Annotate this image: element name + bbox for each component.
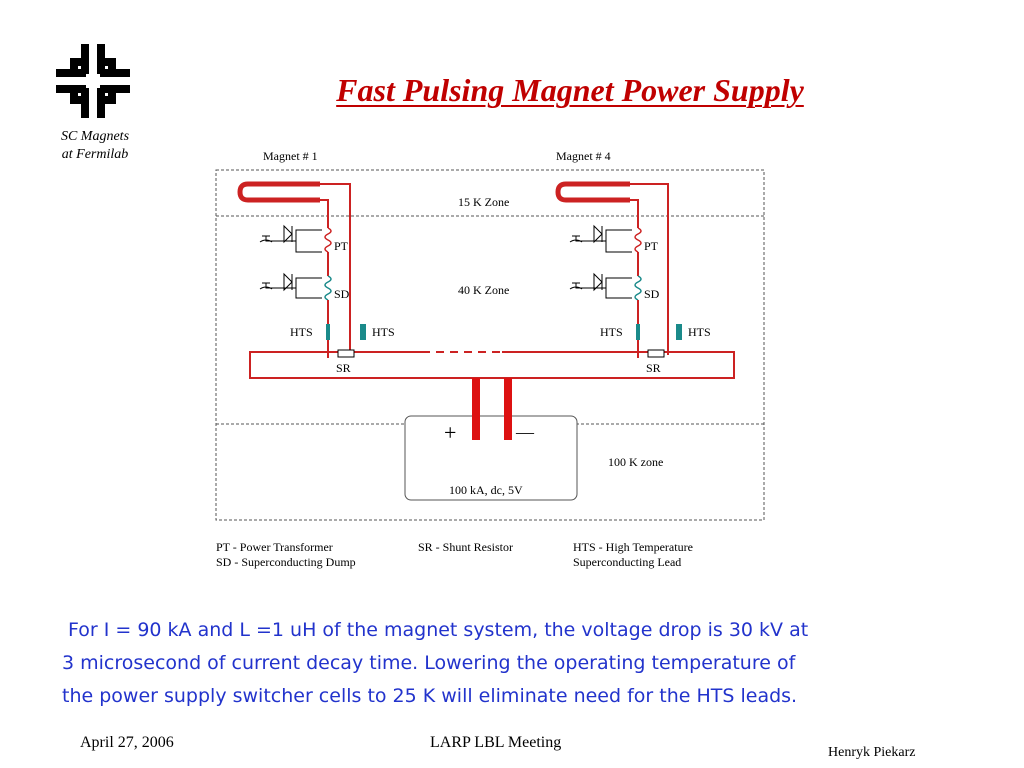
supply-negative-lead xyxy=(504,378,512,440)
shunt-resistor xyxy=(647,349,665,358)
hts-label: HTS xyxy=(290,325,313,339)
legend-pt: PT - Power Transformer xyxy=(216,540,333,554)
hts-label: HTS xyxy=(688,325,711,339)
bus-bar xyxy=(249,351,735,379)
zone-40k-label: 40 K Zone xyxy=(458,283,509,297)
description-line1: For I = 90 kA and L =1 uH of the magnet … xyxy=(68,619,809,641)
magnet4-coil xyxy=(555,181,630,203)
hts-lead-right xyxy=(676,324,682,340)
magnet1-circuit: PT SD HTS HTS xyxy=(237,181,395,358)
logo-caption-line2: at Fermilab xyxy=(61,147,129,162)
zone-15k-label: 15 K Zone xyxy=(458,195,509,209)
sd-coil xyxy=(634,275,642,301)
description-text: For I = 90 kA and L =1 uH of the magnet … xyxy=(62,614,962,713)
hts-lead-right xyxy=(360,324,366,340)
pt-label: PT xyxy=(334,239,349,253)
legend-sd: SD - Superconducting Dump xyxy=(216,555,356,569)
sr-label: SR xyxy=(336,361,351,375)
description-line3: the power supply switcher cells to 25 K … xyxy=(62,685,798,707)
magnet1-label: Magnet # 1 xyxy=(263,149,318,163)
legend-hts-line1: HTS - High Temperature xyxy=(573,540,693,554)
pt-label: PT xyxy=(644,239,659,253)
sd-label: SD xyxy=(644,287,660,301)
magnet1-coil xyxy=(237,181,320,203)
magnet4-circuit: PT SD HTS HTS xyxy=(555,181,711,358)
legend: PT - Power Transformer SD - Superconduct… xyxy=(216,540,693,569)
footer-author: Henryk Piekarz xyxy=(828,745,916,760)
magnet4-label: Magnet # 4 xyxy=(556,149,611,163)
minus-sign: — xyxy=(515,422,535,442)
sd-coil xyxy=(324,275,332,301)
logo-caption: SC Magnets at Fermilab xyxy=(40,128,150,164)
hts-label: HTS xyxy=(600,325,623,339)
hts-lead-left xyxy=(326,324,330,340)
pt-coil xyxy=(324,227,332,253)
footer-meeting: LARP LBL Meeting xyxy=(430,734,562,751)
pt-coil xyxy=(634,227,642,253)
logo-caption-line1: SC Magnets xyxy=(60,129,130,144)
zone-100k-label: 100 K zone xyxy=(608,455,663,469)
legend-hts-line2: Superconducting Lead xyxy=(573,555,681,569)
supply-rating: 100 kA, dc, 5V xyxy=(449,483,523,497)
circuit-diagram: Magnet # 1 Magnet # 4 15 K Zone 40 K Zon… xyxy=(215,149,765,569)
description-line2: 3 microsecond of current decay time. Low… xyxy=(62,652,796,674)
supply-positive-lead xyxy=(472,378,480,440)
power-supply-box xyxy=(404,415,578,501)
hts-lead-left xyxy=(636,324,640,340)
legend-sr: SR - Shunt Resistor xyxy=(418,540,513,554)
sd-label: SD xyxy=(334,287,350,301)
hts-label: HTS xyxy=(372,325,395,339)
fermilab-logo xyxy=(56,44,130,118)
sr-label: SR xyxy=(646,361,661,375)
shunt-resistor xyxy=(337,349,355,358)
plus-sign: + xyxy=(444,420,456,445)
zone-boundaries xyxy=(215,169,765,521)
footer-date: April 27, 2006 xyxy=(80,734,174,751)
slide-title: Fast Pulsing Magnet Power Supply xyxy=(336,72,804,108)
